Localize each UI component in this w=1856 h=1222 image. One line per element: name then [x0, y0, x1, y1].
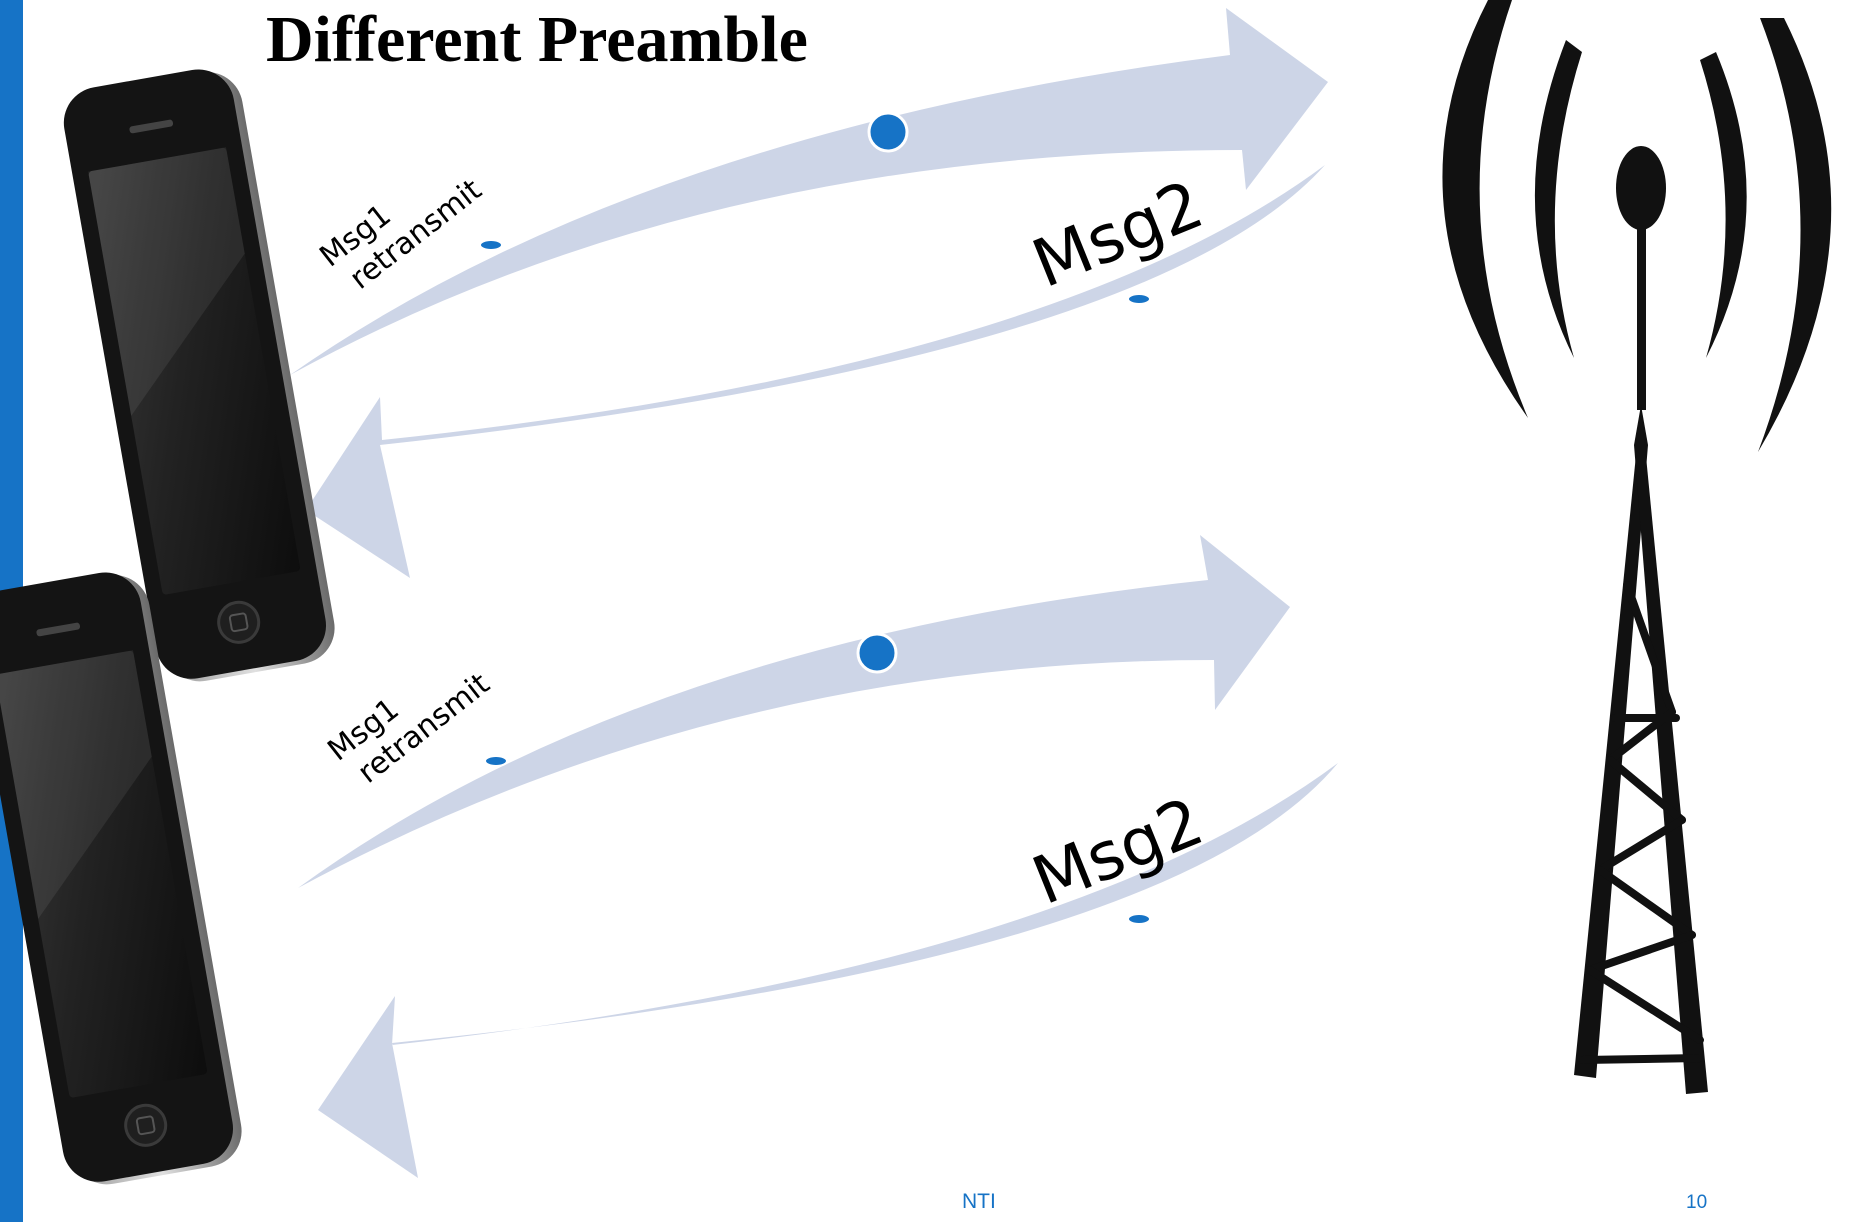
- footer-label: NTI: [962, 1190, 996, 1213]
- marker-dot: [484, 755, 508, 767]
- exchange-1: Msg1 retransmit Msg2: [290, 8, 1328, 578]
- downlink-arrow-1: [306, 165, 1325, 578]
- marker-dot: [479, 239, 503, 251]
- smartphone-icon: [0, 572, 242, 1185]
- marker-dot: [1127, 913, 1151, 925]
- uplink-label-2: Msg1 retransmit: [321, 666, 496, 790]
- slide-title: Different Preamble: [266, 3, 808, 76]
- uplink-arrow-1: [290, 8, 1328, 375]
- page-number: 10: [1686, 1192, 1708, 1213]
- marker-dot: [856, 632, 898, 674]
- marker-dot: [867, 111, 909, 153]
- uplink-arrow-2: [298, 535, 1290, 888]
- exchange-2: Msg1 retransmit Msg2: [298, 535, 1338, 1178]
- marker-dot: [1127, 293, 1151, 305]
- cell-tower-icon: [1442, 0, 1832, 1094]
- smartphone-icon: [63, 69, 335, 682]
